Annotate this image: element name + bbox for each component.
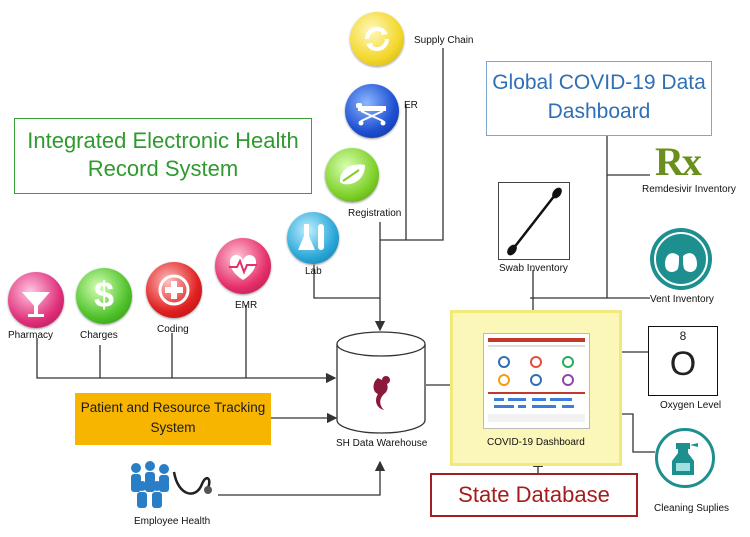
coding-plus-icon xyxy=(146,262,202,318)
lab-label: Lab xyxy=(305,266,322,277)
patient-tracking-box: Patient and Resource Tracking System xyxy=(75,393,271,445)
oxygen-symbol: O xyxy=(669,345,697,383)
pharmacy-label: Pharmacy xyxy=(8,330,54,341)
registration-label: Registration xyxy=(348,208,402,219)
cleaning-supplies-label: Cleaning Suplies xyxy=(654,503,730,514)
cleaning-spray-icon xyxy=(655,428,715,488)
employee-health-label: Employee Health xyxy=(134,516,211,527)
lab-flask-icon xyxy=(287,212,339,264)
charges-label: Charges xyxy=(80,330,118,341)
supply-chain-icon xyxy=(350,12,404,66)
emr-label: EMR xyxy=(235,300,258,311)
pharmacy-icon xyxy=(8,272,64,328)
data-warehouse-label: SH Data Warehouse xyxy=(336,438,428,449)
covid-dashboard-label: COVID-19 Dashboard xyxy=(487,437,585,448)
state-database-box: State Database xyxy=(430,473,638,517)
charges-dollar-icon: $ xyxy=(76,268,132,324)
swab-icon xyxy=(498,182,570,260)
rx-symbol: Rx xyxy=(655,139,702,184)
remdesivir-inventory-label: Remdesivir Inventory xyxy=(642,184,736,195)
coding-label: Coding xyxy=(157,324,189,335)
data-warehouse-cylinder-icon xyxy=(334,330,428,436)
registration-icon xyxy=(325,148,379,202)
emr-heart-icon xyxy=(215,238,271,294)
vent-inventory-label: Vent Inventory xyxy=(650,294,714,305)
covid-dashboard-thumbnail[interactable] xyxy=(483,333,590,429)
er-label: ER xyxy=(404,100,418,111)
oxygen-atomic-number: 8 xyxy=(679,329,687,343)
oxygen-element-tile: 8 O xyxy=(648,326,718,396)
ehr-title-box: Integrated Electronic Health Record Syst… xyxy=(14,118,312,194)
oxygen-level-label: Oxygen Level xyxy=(660,400,722,411)
supply-chain-label: Supply Chain xyxy=(414,35,474,46)
swab-inventory-label: Swab Inventory xyxy=(499,263,568,274)
ventilator-lungs-icon xyxy=(650,228,712,290)
employee-health-image xyxy=(126,456,218,512)
er-stretcher-icon xyxy=(345,84,399,138)
global-dashboard-title-box: Global COVID-19 Data Dashboard xyxy=(486,61,712,136)
